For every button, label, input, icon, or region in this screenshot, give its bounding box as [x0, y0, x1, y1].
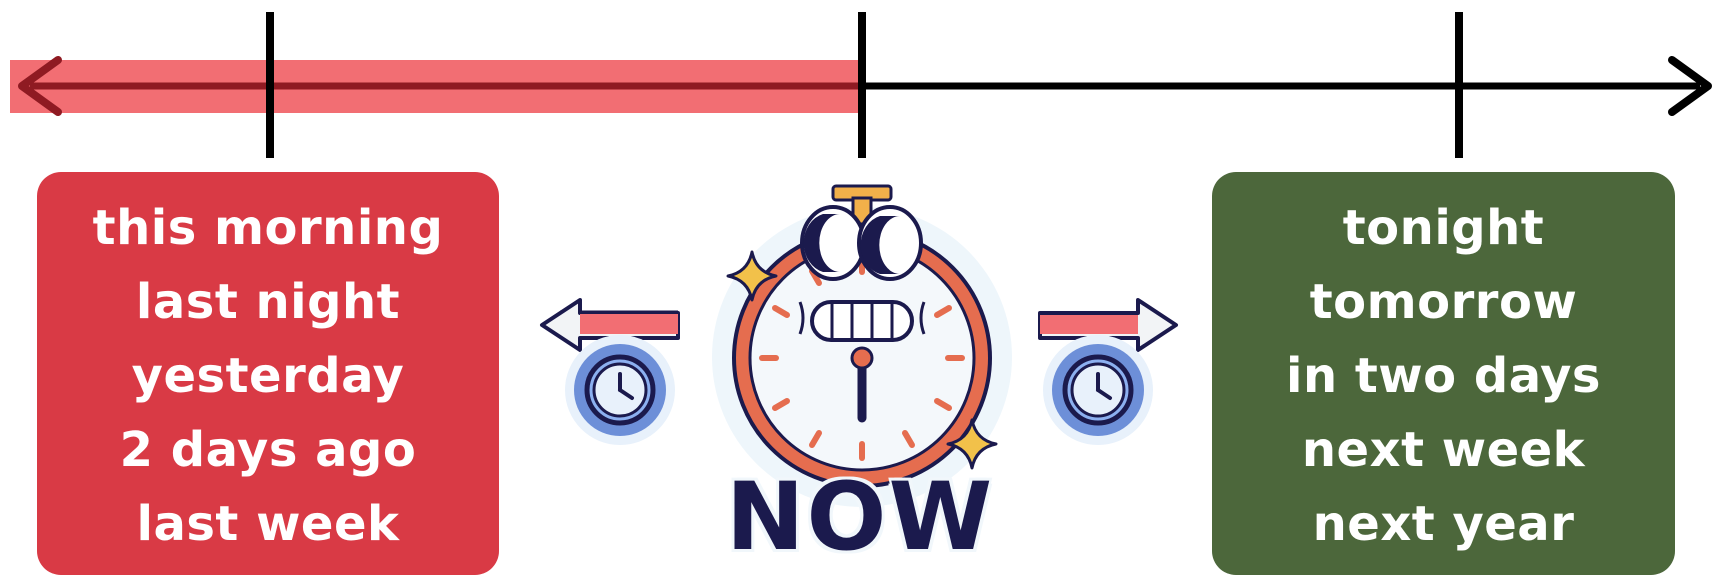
past-expression: yesterday	[131, 347, 405, 404]
stopwatch-face-icon	[712, 184, 1012, 507]
timeline	[10, 12, 1712, 158]
future-expressions-box: tonight tomorrow in two days next week next …	[1212, 172, 1675, 575]
past-expression: 2 days ago	[119, 421, 417, 478]
past-arrowhead	[18, 56, 62, 116]
past-expressions-box: this morning last night yesterday 2 days ag…	[37, 172, 499, 575]
past-expressions-list: this morning last night yesterday 2 days ag…	[93, 191, 444, 561]
future-expression: next year	[1312, 495, 1575, 552]
future-expression: tonight	[1342, 199, 1545, 256]
arrow-left-icon	[540, 298, 680, 352]
clock-icon	[1043, 335, 1153, 445]
future-expression: next week	[1301, 421, 1586, 478]
clock-icon	[565, 335, 675, 445]
sparkle-icon	[726, 250, 778, 302]
past-expression: last week	[136, 495, 400, 552]
past-expression: last night	[135, 273, 401, 330]
future-expressions-list: tonight tomorrow in two days next week next …	[1286, 191, 1601, 561]
future-expression: in two days	[1286, 347, 1601, 404]
arrow-right-icon	[1038, 298, 1178, 352]
future-expression: tomorrow	[1309, 273, 1578, 330]
past-expression: this morning	[92, 199, 444, 256]
sparkle-icon	[946, 418, 998, 470]
future-arrowhead	[1668, 56, 1712, 116]
now-label: NOW	[725, 463, 995, 572]
